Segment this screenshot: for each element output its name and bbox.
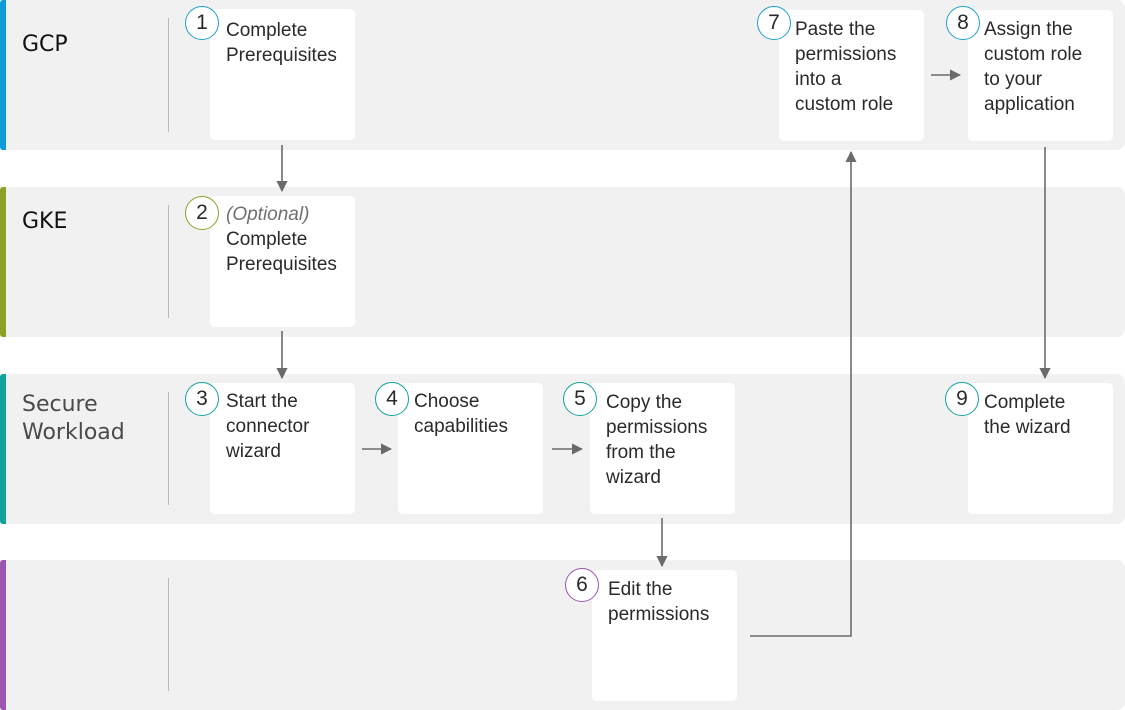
step-5-box: Copy the permissions from the wizard bbox=[590, 383, 735, 514]
step-5-label: Copy the permissions from the wizard bbox=[606, 392, 708, 488]
lane-divider bbox=[168, 392, 169, 505]
step-8-text: Assign the custom role to your applicati… bbox=[984, 17, 1107, 117]
lane-label: Secure Workload bbox=[22, 392, 125, 445]
step-4-text: Choose capabilities bbox=[414, 389, 537, 439]
lane-color-bar bbox=[0, 187, 6, 337]
step-3-box: Start the connector wizard bbox=[210, 383, 355, 514]
step-2-text: (Optional) Complete Prerequisites bbox=[226, 202, 349, 277]
step-6-label: Edit the permissions bbox=[608, 579, 710, 625]
step-1-text: Complete Prerequisites bbox=[226, 18, 349, 68]
step-7-box: Paste the permissions into a custom role bbox=[779, 10, 924, 141]
step-5-text: Copy the permissions from the wizard bbox=[606, 390, 729, 490]
step-9-box: Complete the wizard bbox=[968, 383, 1113, 514]
step-8-box: Assign the custom role to your applicati… bbox=[968, 10, 1113, 141]
step-1-box: Complete Prerequisites bbox=[210, 9, 355, 140]
step-9-number-badge: 9 bbox=[945, 382, 979, 416]
step-4-box: Choose capabilities bbox=[398, 383, 543, 514]
step-2-label: Complete Prerequisites bbox=[226, 229, 337, 275]
step-2-box: (Optional) Complete Prerequisites bbox=[210, 196, 355, 327]
lane-label: GCP bbox=[22, 32, 68, 57]
step-6-number-badge: 6 bbox=[565, 568, 599, 602]
step-6-box: Edit the permissions bbox=[592, 570, 737, 701]
step-4-number-badge: 4 bbox=[375, 382, 409, 416]
lane-label: GKE bbox=[22, 209, 68, 234]
step-1-label: Complete Prerequisites bbox=[226, 20, 337, 66]
step-4-label: Choose capabilities bbox=[414, 391, 508, 437]
step-9-label: Complete the wizard bbox=[984, 392, 1071, 438]
step-5-number-badge: 5 bbox=[563, 382, 597, 416]
lane-divider bbox=[168, 578, 169, 691]
step-2-optional-tag: (Optional) bbox=[226, 204, 310, 225]
lane-color-bar bbox=[0, 560, 6, 710]
step-9-text: Complete the wizard bbox=[984, 390, 1107, 440]
lane-color-bar bbox=[0, 374, 6, 524]
step-1-number-badge: 1 bbox=[185, 6, 219, 40]
step-2-number-badge: 2 bbox=[185, 196, 219, 230]
step-7-label: Paste the permissions into a custom role bbox=[795, 19, 897, 115]
step-3-number-badge: 3 bbox=[185, 382, 219, 416]
lane-color-bar bbox=[0, 0, 6, 150]
lane-unlabeled bbox=[0, 560, 1125, 710]
lane-gke: GKE bbox=[0, 187, 1125, 337]
lane-divider bbox=[168, 205, 169, 318]
step-7-text: Paste the permissions into a custom role bbox=[795, 17, 918, 117]
step-3-label: Start the connector wizard bbox=[226, 391, 310, 462]
step-8-number-badge: 8 bbox=[946, 6, 980, 40]
step-7-number-badge: 7 bbox=[757, 6, 791, 40]
step-6-text: Edit the permissions bbox=[608, 577, 731, 627]
lane-divider bbox=[168, 18, 169, 132]
step-8-label: Assign the custom role to your applicati… bbox=[984, 19, 1083, 115]
step-3-text: Start the connector wizard bbox=[226, 389, 349, 464]
